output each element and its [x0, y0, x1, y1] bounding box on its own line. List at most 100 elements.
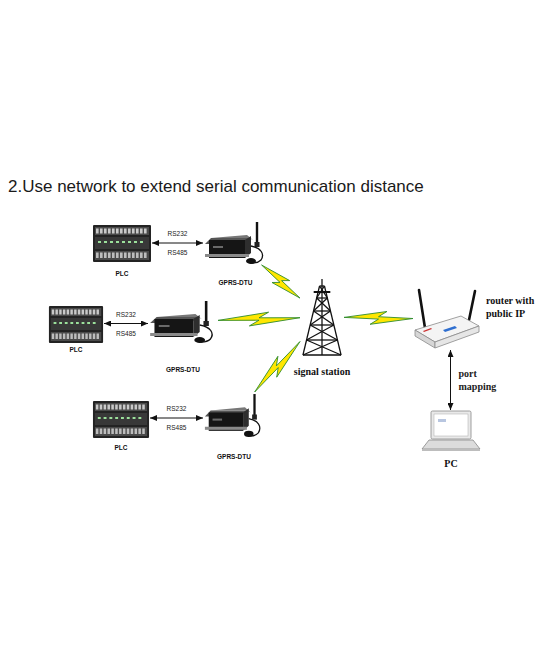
drawing-part — [310, 311, 330, 325]
drawing-part — [121, 417, 124, 419]
drawing-part — [244, 431, 254, 437]
drawing-part — [78, 334, 80, 340]
node-label: PC — [444, 457, 457, 470]
drawing-part — [59, 310, 61, 315]
drawing-part — [70, 310, 72, 315]
drawing-part — [131, 429, 134, 435]
drawing-part — [307, 340, 342, 355]
drawing-part — [107, 405, 110, 410]
drawing-part — [132, 253, 135, 259]
drawing-part — [142, 405, 145, 410]
double-arrow — [152, 243, 203, 244]
drawing-part — [115, 405, 118, 410]
drawing-part — [310, 324, 334, 325]
drawing-part — [422, 449, 480, 451]
drawing-part — [203, 392, 265, 438]
drawing-part — [111, 405, 114, 410]
drawing-part — [100, 429, 103, 435]
drawing-part — [124, 253, 127, 259]
drawing-part — [303, 354, 341, 355]
drawing-part — [67, 334, 69, 340]
drawing-part — [203, 321, 208, 326]
drawing-part — [108, 229, 111, 234]
drawing-part — [123, 429, 126, 435]
drawing-part — [87, 322, 90, 324]
drawing-part — [203, 220, 268, 265]
plc-device: PLC — [48, 303, 104, 345]
drawing-part — [150, 333, 197, 336]
drawing-part — [96, 429, 99, 435]
drawing-part — [104, 417, 107, 419]
double-arrow — [450, 350, 451, 410]
drawing-part — [317, 297, 328, 298]
drawing-part — [317, 298, 331, 311]
drawing-part — [63, 334, 65, 340]
drawing-part — [133, 417, 136, 419]
drawing-part — [89, 310, 91, 315]
drawing-part — [144, 253, 147, 259]
drawing-part — [107, 429, 110, 435]
drawing-part — [111, 429, 114, 435]
drawing-part — [93, 225, 151, 262]
drawing-part — [67, 310, 69, 315]
drawing-part — [413, 288, 481, 350]
edge-label: RS232 RS485 — [161, 224, 195, 262]
node-label: GPRS-DTU — [219, 279, 253, 286]
drawing-part — [136, 253, 139, 259]
node-label: signal station — [294, 365, 350, 378]
drawing-part — [104, 405, 107, 410]
drawing-part — [95, 427, 147, 436]
drawing-part — [51, 332, 101, 341]
drawing-part — [100, 405, 103, 410]
drawing-part — [303, 340, 338, 355]
drawing-part — [93, 401, 149, 438]
edge-label: RS232 RS485 — [109, 305, 143, 343]
drawing-part — [120, 253, 123, 259]
drawing-part — [95, 251, 149, 260]
drawing-part — [134, 241, 137, 243]
double-arrow — [104, 323, 148, 324]
drawing-part — [123, 405, 126, 410]
node-label: GPRS-DTU — [166, 366, 200, 373]
drawing-part — [314, 298, 328, 311]
drawing-part — [307, 325, 334, 340]
drawing-part — [415, 330, 435, 348]
edge-label: RS232 RS485 — [160, 399, 194, 437]
drawing-part — [54, 322, 57, 324]
drawing-part — [194, 337, 205, 343]
drawing-part — [104, 429, 107, 435]
double-arrow — [150, 418, 203, 419]
drawing-part — [420, 410, 482, 452]
gprs-dtu: GPRS-DTU — [203, 392, 265, 438]
drawing-part — [85, 334, 87, 340]
drawing-part — [205, 301, 208, 323]
drawing-part — [112, 229, 115, 234]
drawing-part — [138, 417, 141, 419]
drawing-part — [82, 334, 84, 340]
wireless-link — [255, 342, 300, 393]
drawing-part — [97, 334, 99, 340]
drawing-part — [307, 339, 338, 340]
drawing-part — [95, 403, 147, 411]
drawing-part — [431, 411, 471, 439]
drawing-part — [65, 322, 68, 324]
drawing-part — [100, 253, 103, 259]
drawing-part — [140, 253, 143, 259]
drawing-part — [78, 310, 80, 315]
drawing-part — [95, 237, 149, 249]
drawing-part — [246, 258, 256, 264]
title-text: 2.Use network to extend serial communica… — [8, 177, 424, 197]
drawing-part — [116, 229, 119, 234]
drawing-part — [314, 310, 331, 311]
drawing-part — [70, 322, 73, 324]
drawing-part — [104, 229, 107, 234]
drawing-part — [213, 419, 223, 421]
drawing-part — [128, 229, 131, 234]
drawing-part — [314, 311, 334, 325]
drawing-part — [419, 290, 425, 328]
drawing-part — [314, 291, 331, 293]
drawing-part — [148, 299, 218, 344]
drawing-part — [98, 241, 101, 243]
edge-label: port mapping — [459, 367, 507, 393]
